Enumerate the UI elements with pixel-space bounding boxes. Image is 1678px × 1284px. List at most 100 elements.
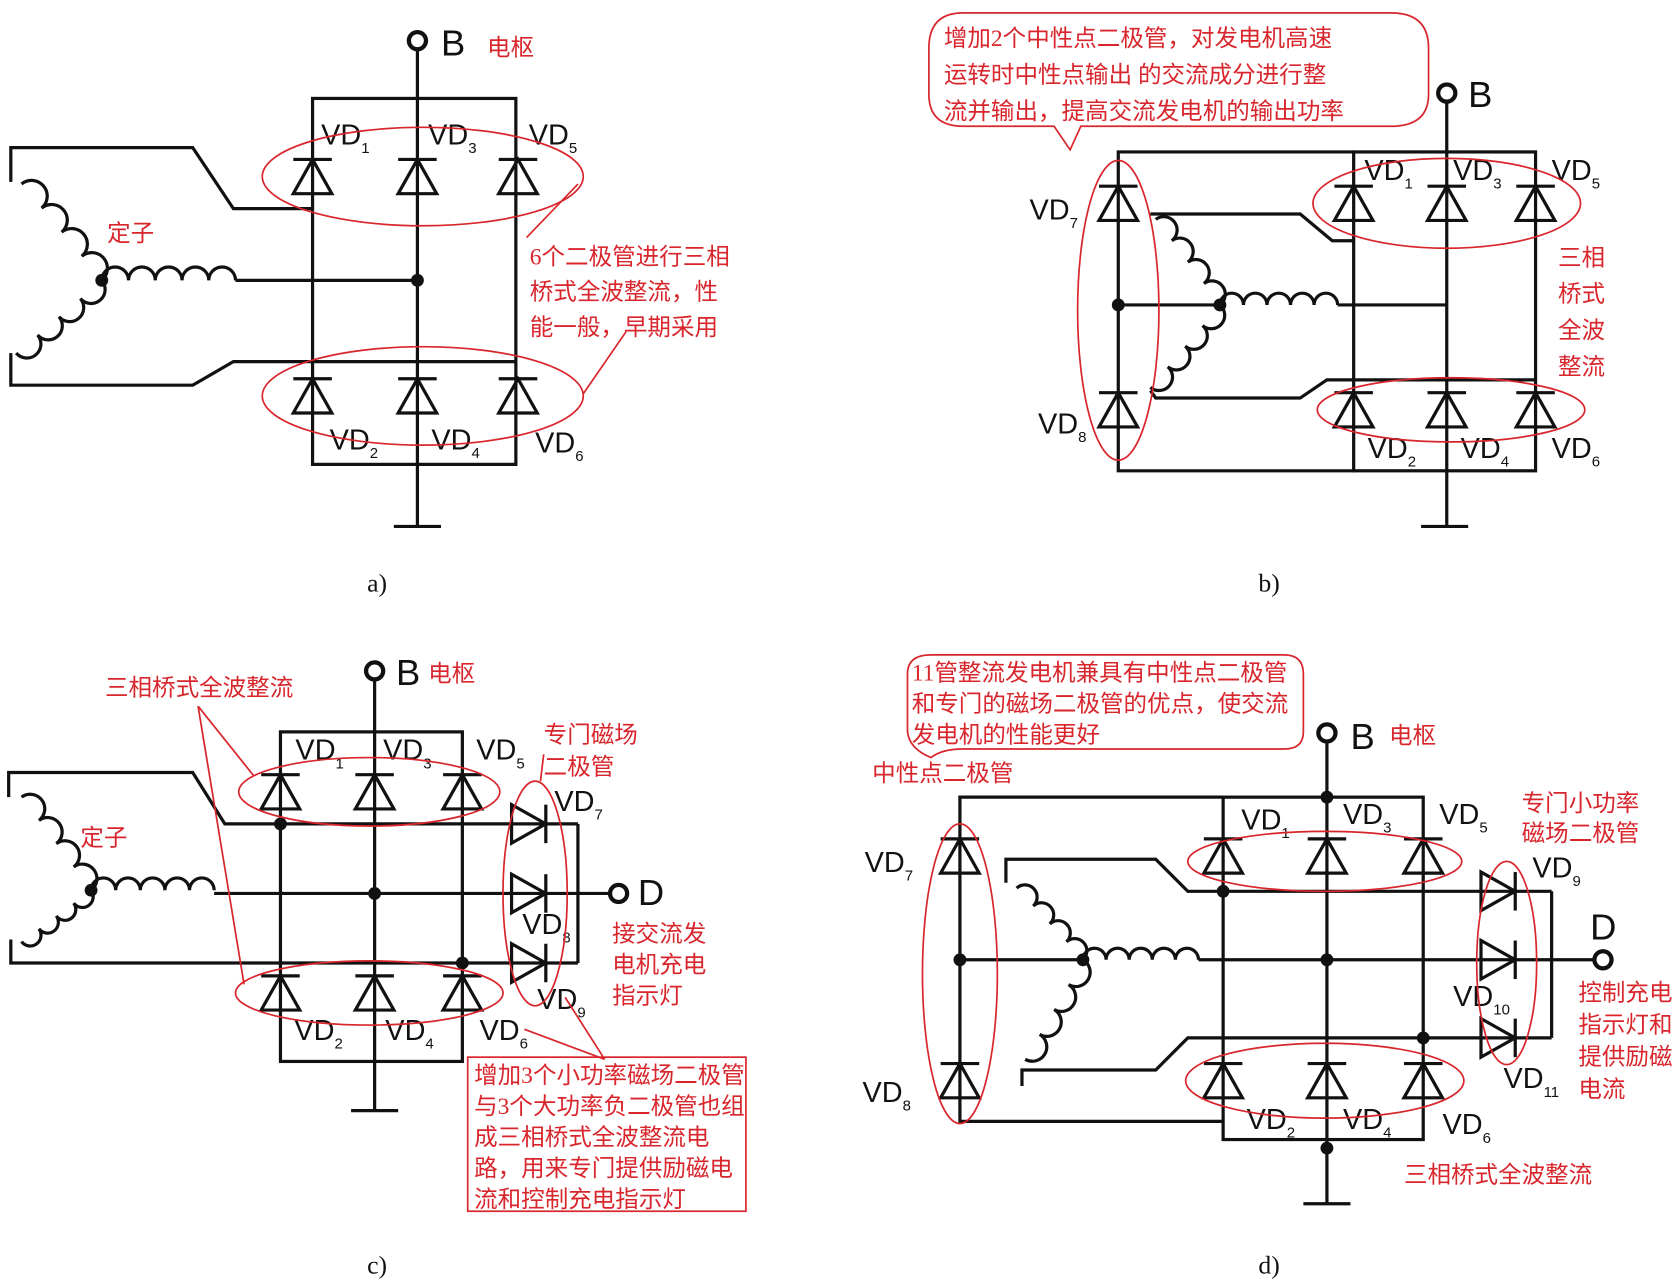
diode-label-subscript: 6 <box>575 448 583 465</box>
phase-wire-3 <box>9 353 516 387</box>
diode-symbol <box>1401 1060 1446 1100</box>
annotation-line: 全波 <box>1558 317 1605 344</box>
diode-label-subscript: 1 <box>1404 175 1412 192</box>
callout-box <box>928 11 1430 152</box>
diode-label-main: VD <box>535 428 575 460</box>
diode-label-subscript: 3 <box>1383 819 1391 836</box>
phase-wire-1 <box>7 770 578 826</box>
diode-label: VD7 <box>554 786 602 824</box>
diode-label-subscript: 7 <box>595 807 603 824</box>
junction-dot <box>1320 790 1334 804</box>
diode-symbol <box>290 375 335 415</box>
diode-label-subscript: 6 <box>1592 454 1600 471</box>
diode-label-subscript: 9 <box>1572 873 1580 890</box>
diode-label-subscript: 7 <box>1070 215 1078 232</box>
d-note-line: 电流 <box>1578 1076 1625 1103</box>
highlight-ellipse <box>1316 376 1586 443</box>
stator-coil <box>14 279 107 360</box>
junction-dot <box>1320 1141 1334 1155</box>
diode-symbol <box>395 375 440 415</box>
diode-label-subscript: 8 <box>903 1098 911 1115</box>
leader-line <box>582 331 627 395</box>
annotation-line: 指示灯 <box>612 983 683 1010</box>
terminal-d <box>1592 949 1614 971</box>
leader-line <box>564 996 606 1060</box>
diode-label: VD10 <box>1453 981 1510 1019</box>
annotation-line: 接交流发 <box>612 921 706 948</box>
diode-label-subscript: 2 <box>334 1036 342 1053</box>
bridge-frame <box>1352 150 1538 473</box>
diode-label: VD4 <box>1461 433 1509 471</box>
leader-line <box>525 183 579 239</box>
d-note-line: 指示灯和 <box>1578 1012 1672 1039</box>
diode-symbol <box>440 771 485 811</box>
stator-coil <box>1015 883 1089 961</box>
leader-line <box>539 754 545 782</box>
diode-label-main: VD <box>522 909 562 941</box>
callout-box <box>466 1056 747 1213</box>
diode-label-main: VD <box>1453 981 1493 1013</box>
annotation-line: 专门磁场 <box>544 722 638 749</box>
diode-symbol <box>495 375 541 415</box>
d-note-line: 控制充电 <box>1578 979 1672 1006</box>
diode-label-subscript: 3 <box>423 755 431 772</box>
diode-symbol <box>1096 182 1141 223</box>
diode-label: VD8 <box>863 1077 911 1115</box>
terminal-b-label: B <box>441 23 465 64</box>
annotation-line: 桥式 <box>1558 281 1605 308</box>
phase-wire-3 <box>1020 1036 1552 1087</box>
phase-wire-3 <box>9 939 578 965</box>
diode-label-main: VD <box>476 735 516 767</box>
diode-label-main: VD <box>1439 799 1479 831</box>
caption-b: b) <box>1258 569 1279 598</box>
terminal-d-label: D <box>1590 906 1616 947</box>
bridge-note: 三相桥式全波整流 <box>105 675 293 702</box>
annotation-line: 运转时中性点输出 的交流成分进行整 <box>944 61 1326 88</box>
diode-label-subscript: 5 <box>1592 175 1600 192</box>
diode-label-subscript: 1 <box>336 755 344 772</box>
diode-label-main: VD <box>431 424 471 456</box>
diode-label-main: VD <box>1364 155 1404 187</box>
diode-symbol <box>1331 389 1376 429</box>
neutral-diode-note: 中性点二极管 <box>872 760 1013 787</box>
phase-wire-1 <box>1004 857 1552 893</box>
annotation-line: 流和控制充电指示灯 <box>474 1186 686 1213</box>
diode-label-main: VD <box>865 847 905 879</box>
terminal-b <box>1316 722 1338 744</box>
diode-symbol <box>937 1060 982 1100</box>
diode-symbol <box>1513 389 1558 429</box>
annotation-line: 三相 <box>1558 244 1605 271</box>
diode-label-subscript: 3 <box>468 140 476 157</box>
diode-symbol <box>352 771 397 811</box>
d-note-line: 提供励磁 <box>1578 1044 1672 1071</box>
diode-label-main: VD <box>1461 433 1501 465</box>
bridge-note: 三相桥式全波整流 <box>1404 1161 1592 1188</box>
highlight-ellipse <box>921 823 999 1125</box>
diode-label-subscript: 2 <box>370 445 378 462</box>
stator-coil <box>100 265 238 281</box>
leader-line <box>197 705 255 777</box>
stator-coil <box>20 792 99 892</box>
diode-symbol <box>1424 389 1469 429</box>
diode-label-main: VD <box>1038 408 1078 440</box>
stator-coil <box>1081 946 1201 960</box>
diode-label: VD3 <box>428 119 476 157</box>
diode-label: VD1 <box>295 735 343 773</box>
diode-label-main: VD <box>1552 155 1592 187</box>
bridge-frame <box>278 730 464 1064</box>
diode-label-subscript: 5 <box>1479 819 1487 836</box>
annotation-line: 与3个大功率负二极管也组 <box>474 1093 745 1120</box>
terminal-b <box>363 660 386 682</box>
diode-symbol <box>1096 389 1141 429</box>
diode-label: VD3 <box>1343 799 1391 837</box>
diode-label-main: VD <box>1442 1109 1482 1141</box>
phase-wire-3 <box>1149 378 1536 400</box>
annotation-line: 能一般，早期采用 <box>530 314 718 341</box>
leader-line <box>197 706 245 985</box>
callout-box <box>906 653 1305 759</box>
annotation-line: 二极管 <box>544 754 615 781</box>
diode-symbol <box>258 771 303 811</box>
diode-symbol <box>1331 182 1376 223</box>
